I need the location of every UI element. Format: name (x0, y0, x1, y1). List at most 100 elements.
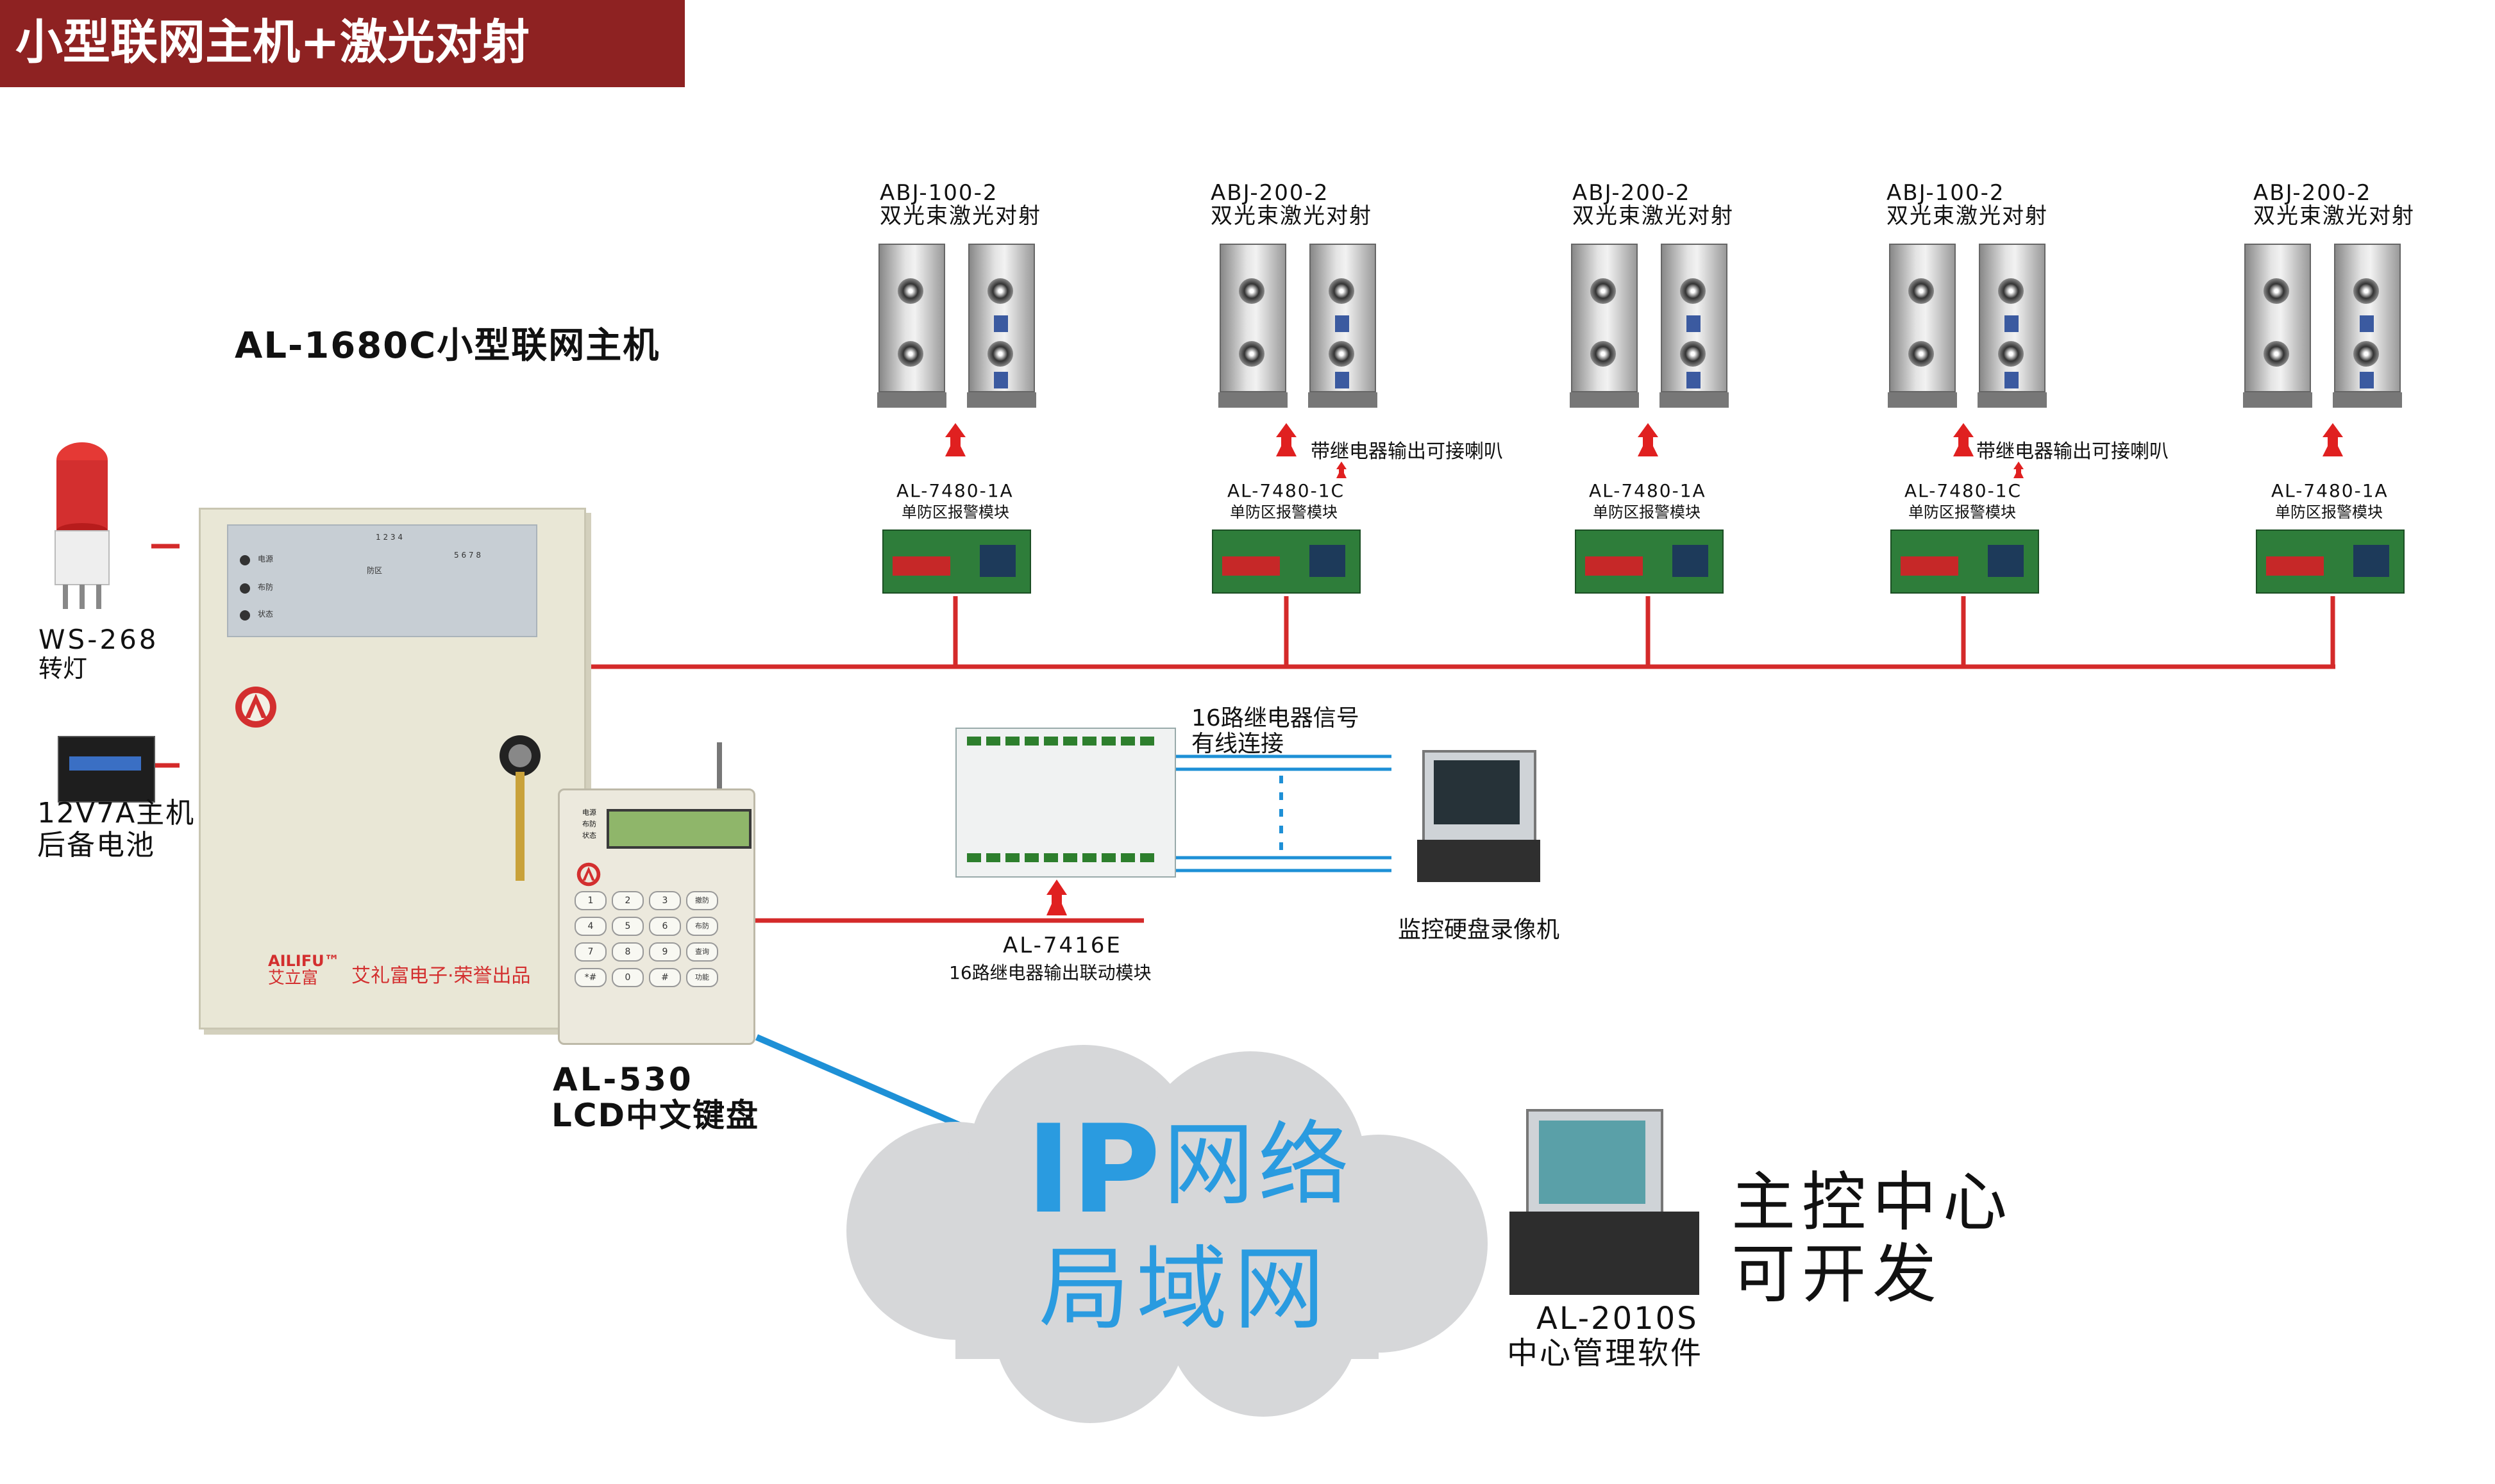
arrow-5 (2323, 423, 2343, 456)
brand-cn: 艾立富 (268, 969, 319, 988)
arm-led (240, 583, 250, 594)
relay-desc: 16路继电器输出联动模块 (949, 962, 1152, 983)
detector-model: ABJ-200-2 (1572, 180, 1691, 206)
network-cloud-icon (846, 1045, 1488, 1423)
zone-numbers-bottom: 5 6 7 8 (454, 551, 481, 560)
module-model: AL-7480-1C (1227, 480, 1345, 501)
key-arm[interactable]: 布防 (686, 917, 718, 936)
detector-desc: 双光束激光对射 (1886, 203, 2048, 229)
module-desc: 单防区报警模块 (902, 503, 1009, 521)
key-star[interactable]: *# (575, 968, 607, 987)
relay-output-module (955, 728, 1176, 878)
center-line1: 主控中心 (1731, 1165, 2013, 1240)
arrow-4 (1953, 423, 1974, 456)
module-model: AL-7480-1C (1904, 480, 2022, 501)
center-pc-screen (1539, 1121, 1645, 1204)
beam-transmitter (1570, 244, 1639, 408)
keypad-lcd-screen (607, 809, 752, 849)
battery-line1: 12V7A主机 (37, 797, 196, 830)
software-name: 中心管理软件 (1507, 1335, 1704, 1371)
alarm-module (1575, 529, 1724, 594)
arrow-group (945, 423, 2343, 915)
detector-desc: 双光束激光对射 (1211, 203, 1372, 229)
battery-icon (58, 736, 155, 803)
link-label-2: 有线连接 (1191, 731, 1284, 757)
key-0[interactable]: 0 (612, 968, 644, 987)
module-model: AL-7480-1A (1589, 480, 1706, 501)
network-word1: 网络 (1163, 1112, 1353, 1218)
key-disarm[interactable]: 撤防 (686, 891, 718, 910)
led-label-power: 电源 (258, 554, 274, 563)
zone-label: 防区 (367, 566, 383, 575)
siren-light-icon (55, 442, 110, 609)
module-desc: 单防区报警模块 (1908, 503, 2016, 521)
arrow-relay (1046, 880, 1067, 915)
key-9[interactable]: 9 (649, 942, 681, 962)
host-slogan: 艾礼富电子·荣誉出品 (351, 965, 531, 987)
beam-receiver (1308, 244, 1377, 408)
siren-name: 转灯 (38, 654, 88, 683)
alarm-module (2256, 529, 2405, 594)
siren-model: WS-268 (38, 624, 159, 655)
key-query[interactable]: 查询 (686, 942, 718, 962)
beam-receiver (2333, 244, 2402, 408)
detector-model: ABJ-200-2 (1211, 180, 1329, 206)
arrow-note-1 (1336, 462, 1347, 478)
module-model: AL-7480-1A (896, 480, 1014, 501)
key-6[interactable]: 6 (649, 917, 681, 936)
status-led (240, 610, 250, 621)
relay-note: 带继电器输出可接喇叭 (1311, 440, 1503, 463)
detector-desc: 双光束激光对射 (1572, 203, 1734, 229)
key-5[interactable]: 5 (612, 917, 644, 936)
link-label-1: 16路继电器信号 (1191, 705, 1359, 731)
arrow-note-2 (2013, 462, 2024, 478)
led-label-arm: 布防 (258, 583, 274, 592)
title-banner: 小型联网主机+激光对射 (0, 0, 685, 87)
key-1[interactable]: 1 (575, 891, 607, 910)
detector-model: ABJ-100-2 (880, 180, 998, 206)
center-pc-case (1509, 1212, 1699, 1295)
arrow-1 (945, 423, 966, 456)
alarm-module (1212, 529, 1361, 594)
detector-desc: 双光束激光对射 (2253, 203, 2415, 229)
module-desc: 单防区报警模块 (1593, 503, 1701, 521)
alarm-module (882, 529, 1031, 594)
key-2[interactable]: 2 (612, 891, 644, 910)
detector-desc: 双光束激光对射 (880, 203, 1041, 229)
led-label-status: 状态 (258, 610, 274, 619)
detector-model: ABJ-200-2 (2253, 180, 2372, 206)
dvr-screen (1434, 760, 1520, 824)
module-desc: 单防区报警模块 (2275, 503, 2383, 521)
keypad-keys: 1 2 3 撤防 4 5 6 布防 7 8 9 查询 *# 0 # 功能 (575, 891, 741, 994)
key-7[interactable]: 7 (575, 942, 607, 962)
zone-numbers-top: 1 2 3 4 (376, 533, 403, 542)
keypad-name: LCD中文键盘 (551, 1097, 760, 1134)
antenna (717, 742, 722, 794)
network-word2: 局域网 (1039, 1237, 1331, 1342)
center-line2: 可开发 (1731, 1237, 1943, 1312)
battery-line2: 后备电池 (37, 829, 155, 862)
beam-transmitter (2243, 244, 2312, 408)
arrow-2 (1276, 423, 1297, 456)
keypad-logo-icon (576, 862, 601, 887)
beam-receiver (1659, 244, 1729, 408)
beam-transmitter (1218, 244, 1288, 408)
key-4[interactable]: 4 (575, 917, 607, 936)
software-model: AL-2010S (1536, 1301, 1699, 1337)
power-led (240, 555, 250, 565)
host-name: AL-1680C小型联网主机 (235, 325, 660, 367)
key-3[interactable]: 3 (649, 891, 681, 910)
beam-transmitter (877, 244, 946, 408)
keypad-status-state: 状态 (582, 831, 596, 840)
network-ip: IP (1026, 1099, 1161, 1240)
arrow-3 (1638, 423, 1658, 456)
brand-en: AILIFU™ (268, 952, 340, 970)
key-8[interactable]: 8 (612, 942, 644, 962)
keypad-status-power: 电源 (582, 808, 596, 817)
key-function[interactable]: 功能 (686, 968, 718, 987)
key-hash[interactable]: # (649, 968, 681, 987)
module-desc: 单防区报警模块 (1230, 503, 1338, 521)
key-lock-icon (500, 735, 541, 881)
keypad-model: AL-530 (553, 1061, 694, 1098)
